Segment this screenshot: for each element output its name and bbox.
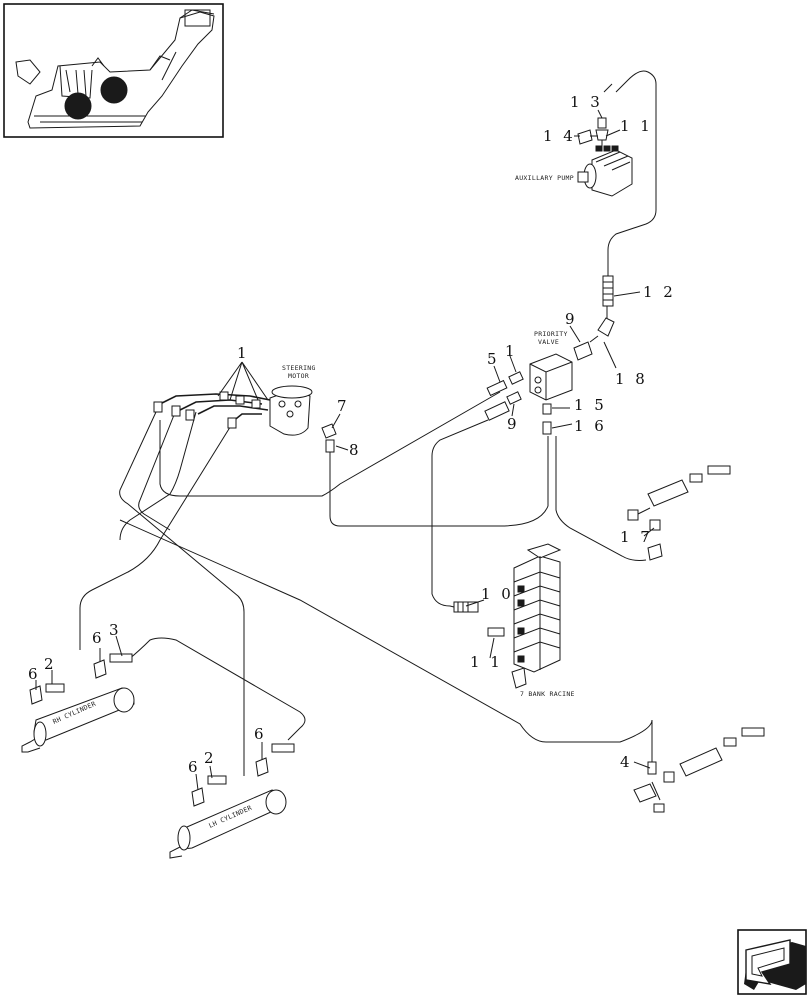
next-page-button[interactable]: [737, 929, 807, 995]
bank-racine-label: 7 BANK RACINE: [520, 690, 575, 698]
seven-bank-racine-valve[interactable]: 7 BANK RACINE: [511, 543, 575, 698]
next-page-arrow-icon: [744, 939, 806, 990]
elbow-18[interactable]: [589, 317, 615, 343]
callout-13: 1 3: [570, 93, 603, 111]
callout-2-a: 2: [44, 655, 57, 673]
callout-9-top: 9: [565, 310, 578, 328]
hose-lines: [79, 70, 657, 776]
callout-15: 1 5: [574, 396, 607, 414]
steering-motor-label-2: MOTOR: [288, 372, 309, 380]
fittings-7-8[interactable]: [321, 423, 337, 453]
callout-10: 1 0: [481, 585, 514, 603]
callout-12: 1 2: [643, 283, 676, 301]
sugarcane-harvester-thumbnail-icon: [15, 9, 215, 129]
callout-14: 1 4: [543, 127, 576, 145]
hose-end-12[interactable]: [602, 275, 614, 307]
steering-hose-fittings[interactable]: [153, 391, 271, 429]
inline-filter-lower[interactable]: [633, 727, 765, 813]
callout-1-left: 1: [237, 344, 250, 362]
callout-5: 5: [487, 350, 500, 368]
callout-11-top: 1 1: [620, 117, 653, 135]
callout-numbers: 1 3 1 4 1 1 1 2 9 1 8 5 1 9 1 5 1 6 1 7 …: [28, 93, 676, 776]
steering-motor[interactable]: STEERING MOTOR: [269, 364, 316, 436]
steering-motor-label-1: STEERING: [282, 364, 316, 372]
callout-9-bottom: 9: [507, 415, 520, 433]
callout-17: 1 7: [620, 528, 653, 546]
callout-16: 1 6: [574, 417, 607, 435]
inline-filter-upper[interactable]: [627, 465, 731, 561]
bank-fittings[interactable]: [453, 601, 505, 637]
priority-valve[interactable]: PRIORITY VALVE: [529, 330, 593, 401]
priority-valve-label-1: PRIORITY: [534, 330, 568, 338]
auxiliary-pump[interactable]: AUXILLARY PUMP: [515, 145, 633, 197]
pump-fittings[interactable]: [577, 117, 609, 148]
callout-6-c: 6: [188, 758, 201, 776]
callout-8: 8: [349, 441, 362, 459]
priority-valve-label-2: VALVE: [538, 338, 559, 346]
valve-fittings[interactable]: [484, 371, 552, 435]
machine-thumbnail[interactable]: [3, 3, 224, 138]
callout-4: 4: [620, 753, 633, 771]
leader-lines: [35, 109, 655, 791]
callout-1-mid: 1: [505, 342, 518, 360]
callout-2-b: 2: [204, 749, 217, 767]
callout-18: 1 8: [615, 370, 648, 388]
callout-7: 7: [337, 397, 350, 415]
callout-6-d: 6: [254, 725, 267, 743]
callout-3: 3: [109, 621, 122, 639]
callout-11-bottom: 1 1: [470, 653, 503, 671]
lh-cylinder[interactable]: LH CYLINDER: [169, 743, 295, 859]
callout-6-a: 6: [28, 665, 41, 683]
auxiliary-pump-label: AUXILLARY PUMP: [515, 174, 574, 182]
callout-6-b: 6: [92, 629, 105, 647]
